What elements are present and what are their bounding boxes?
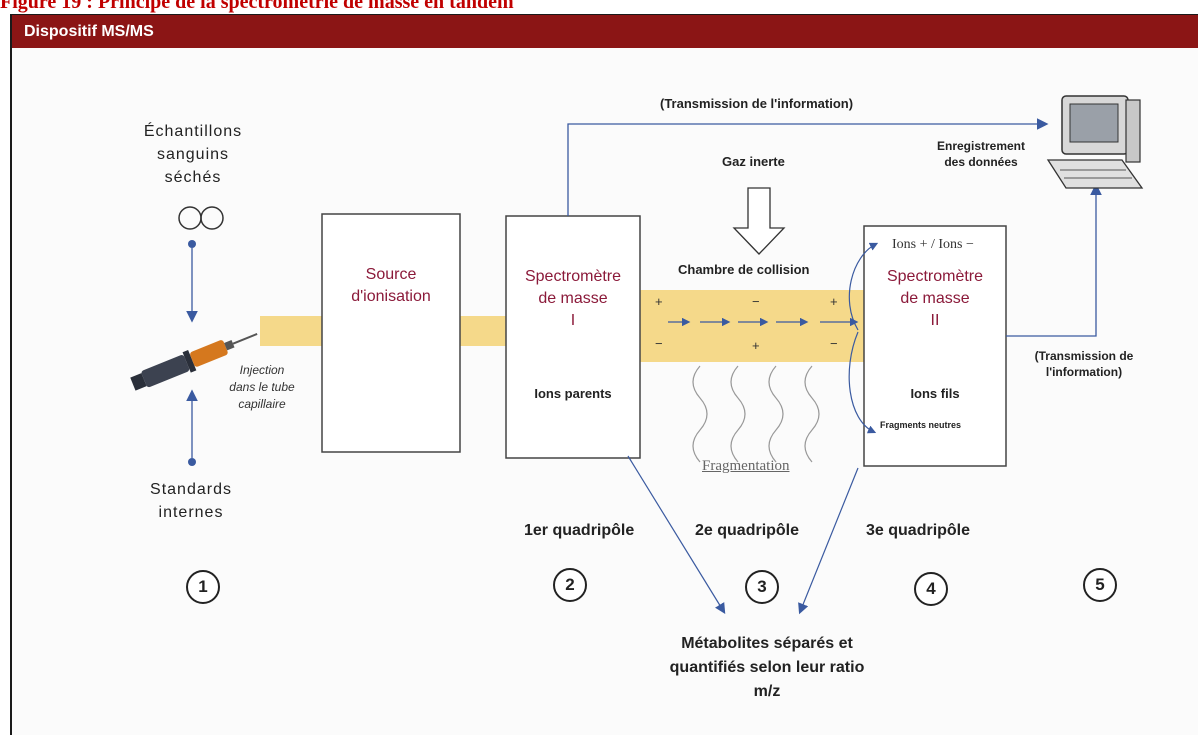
tube-link <box>460 316 506 346</box>
ms1-label: Spectromètre de masse I <box>524 268 622 329</box>
charged-ions-arrow <box>848 242 879 331</box>
fragmentation-label: Fragmentation <box>702 458 790 474</box>
quadrupole-3-label: 3e quadripôle <box>866 522 971 539</box>
injection-label: Injection dans le tube capillaire <box>229 363 295 411</box>
samples-label: Échantillons sanguins séchés <box>143 123 243 186</box>
banner-title: Dispositif MS/MS <box>12 15 1198 48</box>
step-3-badge: 3 <box>745 570 779 604</box>
ms1-box <box>505 215 641 459</box>
metabolites-arrow-right <box>798 467 859 615</box>
computer-icon <box>1046 95 1144 189</box>
step-4-badge: 4 <box>914 572 948 606</box>
quadrupole-1-label: 1er quadripôle <box>524 522 635 539</box>
step-2-badge: 2 <box>553 568 587 602</box>
svg-text:−: − <box>830 336 838 351</box>
ms2-label: Spectromètre de masse II <box>886 268 984 329</box>
blood-spot-right <box>200 206 224 230</box>
svg-text:+: + <box>830 294 838 309</box>
neutral-fragments-arrow <box>848 331 877 434</box>
capillary-tube <box>260 316 322 346</box>
ionisation-source-box <box>321 213 461 453</box>
blood-spot-left <box>178 206 202 230</box>
transmission-top-label: (Transmission de l'information) <box>660 96 854 111</box>
fragments-label: Fragments neutres <box>880 420 962 430</box>
enregistrement-label: Enregistrement des données <box>936 139 1026 169</box>
ms2-box <box>863 225 1007 467</box>
metabolites-label: Métabolites séparés et quantifiés selon … <box>669 635 865 700</box>
chamber-charges: + − + − + − <box>655 294 838 353</box>
standards-label: Standards internes <box>150 481 232 521</box>
source-label: Source d'ionisation <box>351 266 431 305</box>
fragmentation-waves <box>692 365 820 463</box>
step-1-badge: 1 <box>186 570 220 604</box>
syringe-icon <box>130 333 258 391</box>
quadrupole-2-label: 2e quadripôle <box>695 522 800 539</box>
gas-inlet-arrow <box>732 187 786 255</box>
transmission-top-arrow <box>567 118 1049 216</box>
svg-text:+: + <box>752 338 760 353</box>
transmission-right-label: (Transmission de l'information) <box>1034 349 1134 379</box>
document-title: Figure 19 : Principe de la spectrométrie… <box>0 0 514 13</box>
step-5-badge: 5 <box>1083 568 1117 602</box>
collision-chamber-label: Chambre de collision <box>678 262 810 277</box>
transmission-right-arrow <box>1006 183 1102 337</box>
ions-fils-label: Ions fils <box>910 386 960 401</box>
svg-text:−: − <box>752 294 760 309</box>
gas-label: Gaz inerte <box>722 154 785 169</box>
svg-text:+: + <box>655 294 663 309</box>
ions-parents-label: Ions parents <box>534 386 612 401</box>
svg-text:−: − <box>655 336 663 351</box>
collision-chamber-tube <box>640 290 864 362</box>
metabolites-arrow-left <box>627 455 726 615</box>
ions-charge-label: Ions + / Ions − <box>892 237 974 252</box>
